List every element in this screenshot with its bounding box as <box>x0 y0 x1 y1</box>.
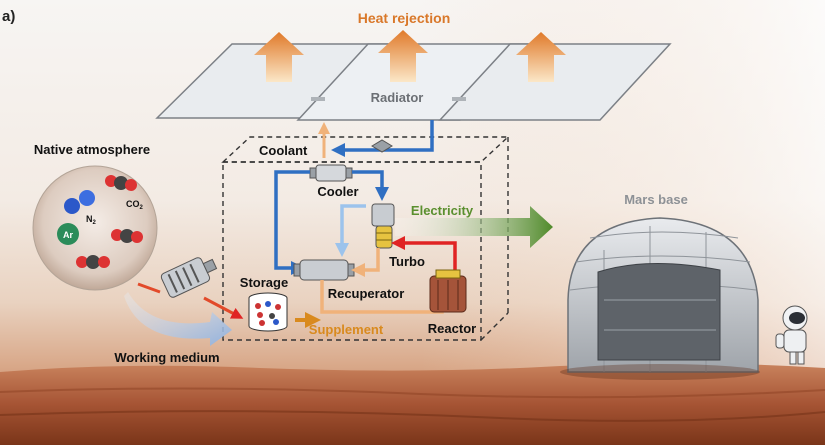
recuperator-icon <box>293 259 355 281</box>
radiator-panel-right <box>438 43 672 121</box>
supplement-label: Supplement <box>309 322 384 337</box>
cold-loop-pipe <box>352 170 389 201</box>
cold-loop-pipe <box>274 170 310 275</box>
native-atmosphere-label: Native atmosphere <box>34 142 150 157</box>
coolant-label: Coolant <box>259 143 308 158</box>
panel-label: a) <box>2 8 15 25</box>
radiator-label: Radiator <box>371 90 424 105</box>
intake-flow-arrow <box>203 296 244 319</box>
co2-molecule-icon <box>114 176 128 190</box>
reactor-icon <box>429 269 467 313</box>
intake-flow-arrow <box>137 282 161 294</box>
ar-label: Ar <box>63 230 73 240</box>
ar-atom-icon <box>57 223 79 245</box>
coolant-pump-icon <box>371 139 393 153</box>
co2-molecule-icon <box>131 231 143 243</box>
turbo-label: Turbo <box>389 254 425 269</box>
co2-molecule-icon <box>111 229 123 241</box>
heat-arrow-icon <box>254 32 304 82</box>
radiator <box>155 43 672 121</box>
cooler-icon <box>309 164 353 182</box>
reactor-label: Reactor <box>428 321 476 336</box>
molecules: N2 CO2 Ar <box>57 175 144 269</box>
n2-molecule-icon <box>64 198 80 214</box>
working-medium-label: Working medium <box>114 350 219 365</box>
n2-label: N2 <box>86 214 97 226</box>
ground-ridge <box>0 387 825 399</box>
heat-arrows <box>254 30 566 82</box>
coolant-return-pipe <box>364 120 434 152</box>
heat-arrow-icon <box>516 32 566 82</box>
atmosphere-bubble <box>32 165 158 291</box>
radiator-hinge <box>452 97 466 101</box>
cooler-label: Cooler <box>317 184 358 199</box>
mars-base-dome <box>560 217 760 380</box>
heat-rejection-label: Heat rejection <box>358 10 451 26</box>
co2-molecule-icon <box>120 229 134 243</box>
electricity-arrow <box>395 206 553 248</box>
turbo-icon <box>371 203 395 249</box>
co2-molecule-icon <box>98 256 110 268</box>
heat-arrow-icon <box>378 30 428 82</box>
hot-loop-pipe <box>391 236 457 270</box>
mars-base-label: Mars base <box>624 192 688 207</box>
recuperator-label: Recuperator <box>328 286 405 301</box>
radiator-hinge <box>311 97 325 101</box>
co2-molecule-icon <box>76 256 88 268</box>
co2-label: CO2 <box>126 199 144 211</box>
storage-tank-icon <box>248 292 288 332</box>
intake-compressor-icon <box>160 257 218 298</box>
n2-molecule-icon <box>79 190 95 206</box>
storage-label: Storage <box>240 275 288 290</box>
power-system-box <box>221 136 510 341</box>
working-medium-arrow <box>124 292 232 346</box>
mars-ground <box>0 363 825 445</box>
co2-molecule-icon <box>125 179 137 191</box>
warm-loop-pipe <box>351 248 380 277</box>
dome-cutaway <box>597 263 721 361</box>
compressed-flow-pipe <box>335 204 366 257</box>
astronaut-icon <box>775 305 808 365</box>
co2-molecule-icon <box>86 255 100 269</box>
co2-molecule-icon <box>105 175 117 187</box>
ground-ridge <box>0 410 825 422</box>
electricity-label: Electricity <box>411 203 474 218</box>
